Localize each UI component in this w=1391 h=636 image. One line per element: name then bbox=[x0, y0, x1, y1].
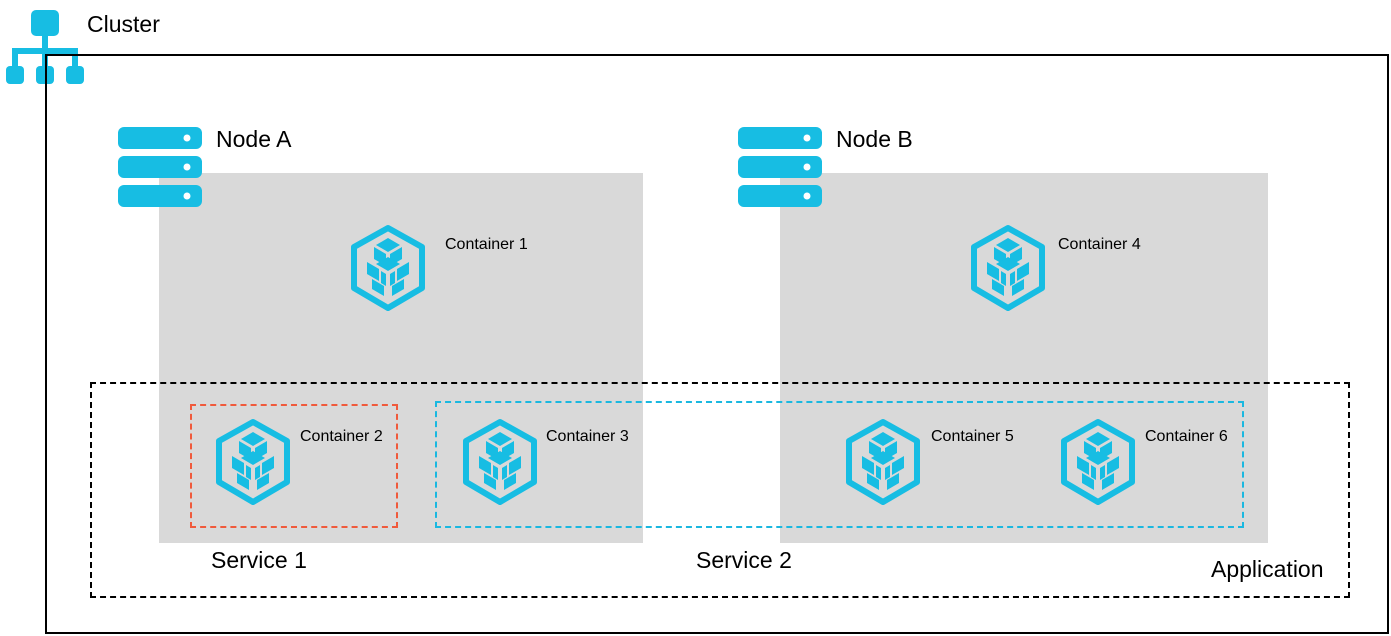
container-6-label: Container 6 bbox=[1145, 428, 1228, 445]
container-1-label: Container 1 bbox=[445, 236, 528, 253]
container-cube-icon bbox=[843, 418, 923, 506]
container-cube-icon bbox=[460, 418, 540, 506]
node-a-label: Node A bbox=[216, 126, 292, 152]
application-boundary bbox=[90, 382, 1350, 598]
container-2-label: Container 2 bbox=[300, 428, 383, 445]
cluster-boundary bbox=[45, 54, 1389, 634]
service-2-boundary bbox=[435, 401, 1244, 528]
container-cube-icon bbox=[348, 224, 428, 312]
application-label: Application bbox=[1211, 556, 1324, 582]
container-4-label: Container 4 bbox=[1058, 236, 1141, 253]
node-b-label: Node B bbox=[836, 126, 913, 152]
container-cube-icon bbox=[1058, 418, 1138, 506]
server-rack-icon bbox=[118, 127, 202, 207]
container-cube-icon bbox=[213, 418, 293, 506]
container-cube-icon bbox=[968, 224, 1048, 312]
cluster-label: Cluster bbox=[87, 11, 160, 37]
service-1-boundary bbox=[190, 404, 398, 528]
service-1-label: Service 1 bbox=[211, 547, 307, 573]
server-rack-icon bbox=[738, 127, 822, 207]
container-3-label: Container 3 bbox=[546, 428, 629, 445]
service-2-label: Service 2 bbox=[696, 547, 792, 573]
container-5-label: Container 5 bbox=[931, 428, 1014, 445]
